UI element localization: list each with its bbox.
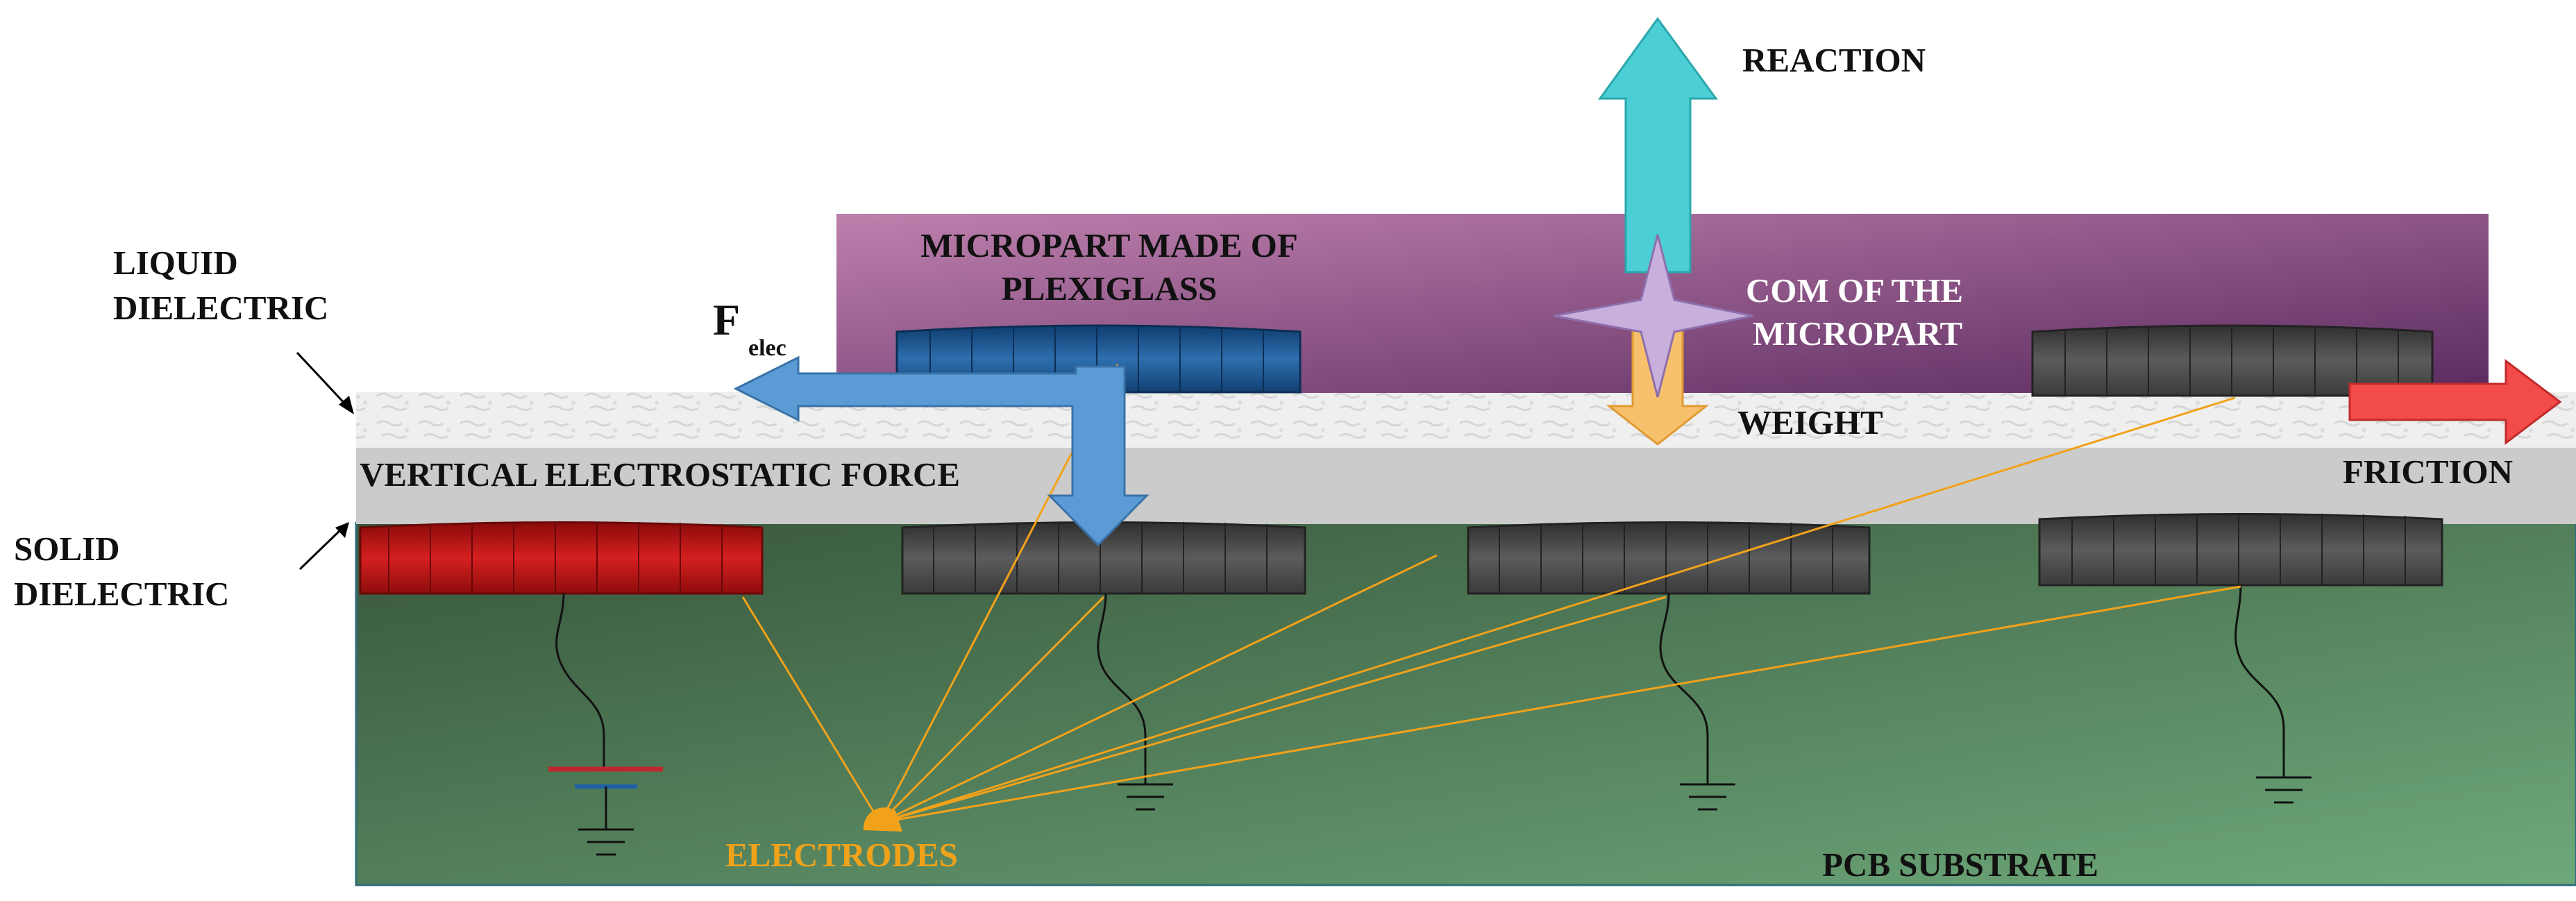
liquid-dielectric-label: DIELECTRIC: [113, 289, 328, 327]
liquid-dielectric-layer: [356, 392, 2576, 448]
f-elec-subscript: elec: [748, 335, 786, 361]
liquid-dielectric-pointer: [296, 351, 354, 414]
bottom-electrode-active: [359, 521, 764, 595]
electrodes-label: ELECTRODES: [725, 836, 958, 874]
electrode-leader-lines: [741, 364, 2241, 824]
reaction-label: REACTION: [1742, 41, 1926, 79]
solid-dielectric-pointer: [298, 522, 349, 571]
com-star-icon: [1553, 234, 1753, 398]
wire-1: [555, 593, 605, 769]
micropart-label: MICROPART MADE OF: [920, 226, 1298, 264]
electrodes-marker: [863, 807, 902, 832]
wire-2: [1097, 593, 1147, 771]
weight-label: WEIGHT: [1737, 403, 1883, 441]
liquid-dielectric-label: LIQUID: [113, 244, 238, 282]
reaction-arrow: [1598, 17, 1718, 273]
pcb-substrate-label: PCB SUBSTRATE: [1822, 845, 2098, 884]
bottom-electrode-2: [901, 521, 1306, 595]
top-electrode-inactive: [2031, 324, 2434, 397]
solid-dielectric-label: DIELECTRIC: [14, 575, 229, 613]
friction-arrow: [2348, 358, 2562, 446]
com-label: COM OF THE: [1746, 271, 1963, 310]
bottom-electrode-3: [1467, 521, 1871, 595]
wire-3: [1659, 593, 1709, 771]
solid-dielectric-label: SOLID: [14, 530, 120, 568]
friction-label: FRICTION: [2343, 453, 2513, 491]
voltage-source-icon: [548, 766, 663, 816]
micropart-label: PLEXIGLASS: [1002, 269, 1217, 308]
f-elec-label: F: [713, 295, 740, 344]
solid-dielectric-layer: [356, 446, 2576, 524]
electrostatic-force-arrows: [733, 355, 1150, 547]
com-label: MICROPART: [1753, 314, 1962, 353]
vertical-force-label: VERTICAL ELECTROSTATIC FORCE: [360, 455, 960, 494]
bottom-electrode-4: [2038, 513, 2443, 587]
wire-4: [2234, 584, 2285, 764]
